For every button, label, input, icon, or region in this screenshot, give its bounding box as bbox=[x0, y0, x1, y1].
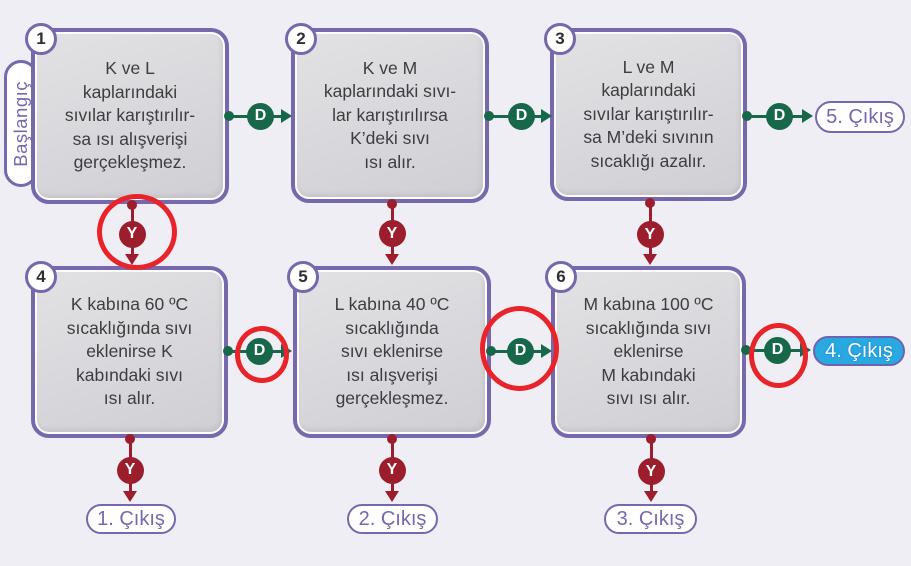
connector-dot bbox=[387, 199, 397, 209]
false-badge-y[interactable]: Y bbox=[636, 221, 664, 248]
box-number-badge: 1 bbox=[25, 23, 57, 55]
connector-dot bbox=[742, 111, 752, 121]
statement-line: sıvılar karıştırılır- bbox=[583, 103, 714, 124]
statement-text: L kabına 40 ºC sıcaklığında sıvı eklenir… bbox=[299, 272, 485, 432]
statement-box-1: 1 K ve L kaplarındaki sıvılar karıştırıl… bbox=[25, 23, 229, 204]
statement-box-3: 3 L ve M kaplarındaki sıvılar karıştırıl… bbox=[544, 23, 747, 201]
statement-line: ısı alır. bbox=[364, 151, 416, 172]
statement-line: K ve M bbox=[362, 57, 418, 78]
connector-dot bbox=[484, 111, 494, 121]
statement-text: M kabına 100 ºC sıcaklığında sıvı ekleni… bbox=[557, 272, 740, 432]
statement-line: sıcaklığı azalır. bbox=[590, 150, 707, 171]
statement-line: eklenirse bbox=[613, 341, 684, 362]
connector-dot bbox=[387, 434, 397, 444]
statement-line: sıcaklığında sıvı bbox=[66, 317, 193, 338]
box-number-badge: 2 bbox=[285, 23, 317, 55]
statement-line: sa ısı alışverişi bbox=[72, 128, 188, 149]
annotation-circle-d4 bbox=[235, 326, 289, 383]
statement-line: kabındaki sıvı bbox=[76, 364, 183, 385]
statement-line: sıvı eklenirse bbox=[340, 341, 444, 362]
statement-line: sa M’deki sıvının bbox=[583, 127, 714, 148]
annotation-circle-d5 bbox=[480, 306, 559, 391]
statement-line: kaplarındaki bbox=[82, 81, 178, 102]
statement-box-6: 6 M kabına 100 ºC sıcaklığında sıvı ekle… bbox=[545, 261, 746, 438]
exit-pill-5[interactable]: 5. Çıkış bbox=[815, 101, 905, 133]
false-badge-y[interactable]: Y bbox=[637, 458, 665, 485]
arrow-down-icon bbox=[385, 254, 399, 265]
statement-line: kaplarındaki bbox=[601, 80, 696, 101]
statement-box-5: 5 L kabına 40 ºC sıcaklığında sıvı eklen… bbox=[287, 261, 491, 438]
arrow-down-icon bbox=[123, 491, 137, 502]
arrow-down-icon bbox=[643, 254, 657, 265]
statement-line: K ve L bbox=[105, 58, 155, 79]
box-number-badge: 3 bbox=[544, 23, 576, 55]
box-number-badge: 6 bbox=[545, 261, 577, 293]
connector-dot bbox=[741, 345, 751, 355]
box-number-badge: 5 bbox=[287, 261, 319, 293]
statement-line: sıvılar karıştırılır- bbox=[64, 105, 196, 126]
connector-dot bbox=[224, 111, 234, 121]
statement-line: M kabına 100 ºC bbox=[583, 294, 714, 315]
statement-line: sıcaklığında sıvı bbox=[585, 317, 712, 338]
statement-line: gerçekleşmez. bbox=[335, 388, 449, 409]
true-badge-d[interactable]: D bbox=[508, 102, 535, 130]
statement-line: M kabındaki bbox=[601, 364, 696, 385]
box-number-badge: 4 bbox=[25, 261, 57, 293]
annotation-circle-d6 bbox=[749, 323, 808, 388]
exit-pill-1[interactable]: 1. Çıkış bbox=[86, 504, 176, 534]
false-badge-y[interactable]: Y bbox=[116, 456, 144, 484]
statement-line: lar karıştırılırsa bbox=[332, 104, 448, 125]
statement-line: eklenirse K bbox=[86, 341, 173, 362]
false-badge-y[interactable]: Y bbox=[378, 456, 406, 484]
arrow-right-icon bbox=[802, 109, 813, 123]
statement-text: K ve M kaplarındaki sıvı- lar karıştırıl… bbox=[297, 34, 483, 197]
exit-pill-3[interactable]: 3. Çıkış bbox=[604, 504, 697, 534]
start-label-text: Başlangıç bbox=[10, 80, 31, 167]
arrow-down-icon bbox=[385, 491, 399, 502]
false-badge-y[interactable]: Y bbox=[378, 220, 406, 247]
arrow-down-icon bbox=[644, 491, 658, 502]
statement-line: gerçekleşmez. bbox=[73, 152, 187, 173]
exit-pill-2[interactable]: 2. Çıkış bbox=[347, 504, 438, 534]
arrow-right-icon bbox=[281, 109, 292, 123]
statement-line: sıcaklığında bbox=[345, 317, 439, 338]
statement-box-2: 2 K ve M kaplarındaki sıvı- lar karıştır… bbox=[285, 23, 489, 203]
statement-box-4: 4 K kabına 60 ºC sıcaklığında sıvı eklen… bbox=[25, 261, 228, 438]
statement-line: sıvı ısı alır. bbox=[606, 388, 691, 409]
statement-line: K kabına 60 ºC bbox=[70, 294, 189, 315]
statement-text: K kabına 60 ºC sıcaklığında sıvı eklenir… bbox=[37, 272, 222, 432]
arrow-right-icon bbox=[541, 109, 552, 123]
statement-line: ısı alır. bbox=[103, 388, 156, 409]
statement-line: ısı alışverişi bbox=[346, 364, 438, 385]
true-badge-d[interactable]: D bbox=[247, 102, 274, 130]
statement-line: K’deki sıvı bbox=[350, 128, 430, 149]
connector-dot bbox=[645, 198, 655, 208]
exit-pill-4[interactable]: 4. Çıkış bbox=[813, 336, 905, 366]
statement-text: K ve L kaplarındaki sıvılar karıştırılır… bbox=[37, 34, 223, 198]
annotation-circle-y1 bbox=[97, 194, 177, 270]
statement-text: L ve M kaplarındaki sıvılar karıştırılır… bbox=[556, 34, 741, 195]
true-badge-d[interactable]: D bbox=[766, 102, 793, 130]
statement-line: L kabına 40 ºC bbox=[334, 294, 450, 315]
connector-dot bbox=[125, 434, 135, 444]
connector-dot bbox=[223, 346, 233, 356]
statement-line: L ve M bbox=[622, 56, 675, 77]
connector-dot bbox=[646, 434, 656, 444]
statement-line: kaplarındaki sıvı- bbox=[323, 81, 457, 102]
